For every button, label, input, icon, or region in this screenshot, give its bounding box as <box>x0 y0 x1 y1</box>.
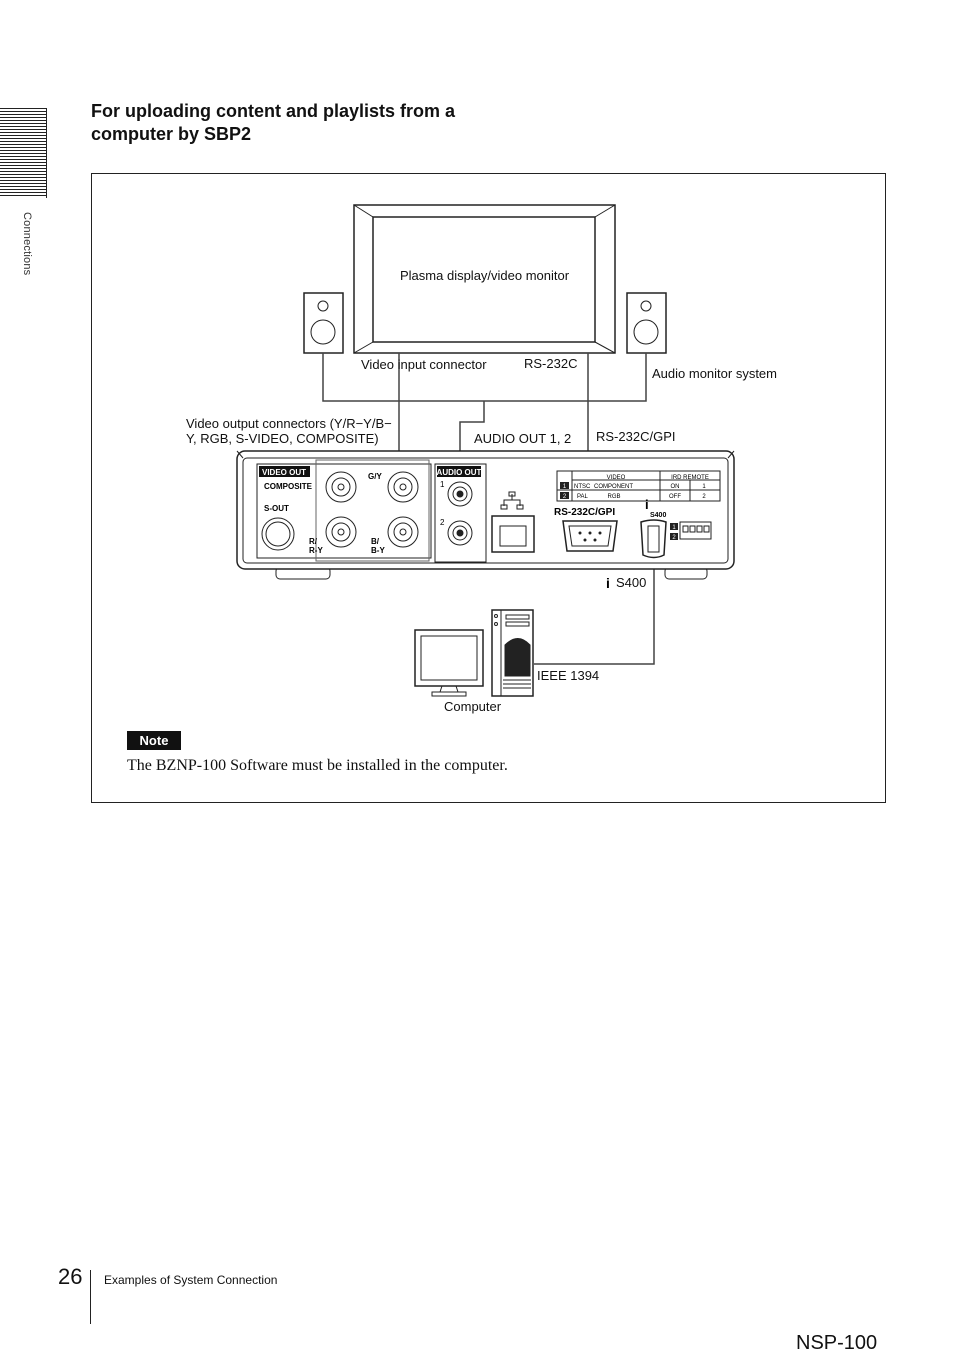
settings-table: 1 2 VIDEO IRD REMOTE NTSC PAL COMPONENT … <box>556 470 721 502</box>
serial-port <box>562 520 618 552</box>
svg-text:1: 1 <box>563 484 567 490</box>
monitor-label: Plasma display/video monitor <box>400 268 570 283</box>
rs232c-gpi-panel-label: RS-232C/GPI <box>554 507 615 518</box>
video-output-connectors-label-line2: Y, RGB, S-VIDEO, COMPOSITE) <box>186 431 379 446</box>
svg-text:1: 1 <box>672 525 676 531</box>
svg-text:1: 1 <box>702 484 706 490</box>
r-ry-label-2: R-Y <box>309 546 323 555</box>
footer-rule <box>90 1270 91 1324</box>
computer-label: Computer <box>444 699 502 714</box>
note-text: The BZNP-100 Software must be installed … <box>127 757 508 774</box>
b-by-label-2: B-Y <box>371 546 385 555</box>
section-heading: For uploading content and playlists from… <box>91 101 456 144</box>
page-number: 26 <box>58 1264 83 1289</box>
dip-switch: 1 2 <box>670 521 712 541</box>
computer-monitor <box>414 629 484 697</box>
audio-ch2-label: 2 <box>440 518 445 527</box>
network-port <box>491 491 535 553</box>
svg-text:IRD REMOTE: IRD REMOTE <box>671 475 709 481</box>
svg-text:RGB: RGB <box>607 494 620 500</box>
audio-out-label: AUDIO OUT 1, 2 <box>474 431 572 446</box>
sidebar-tab-marker <box>0 108 46 198</box>
svg-text:COMPONENT: COMPONENT <box>594 484 633 490</box>
device-rear-panel: VIDEO OUT COMPOSITE S-OUT G/Y R/ R-Y B/ … <box>236 450 735 580</box>
audio-monitor-system-label: Audio monitor system <box>652 366 777 381</box>
composite-label: COMPOSITE <box>264 482 313 491</box>
svg-text:PAL: PAL <box>577 494 589 500</box>
note-badge: Note <box>127 731 181 750</box>
computer-tower <box>491 609 534 697</box>
rs232c-label: RS-232C <box>524 356 578 371</box>
ilink-label-icon: i <box>606 575 610 591</box>
svg-text:2: 2 <box>702 494 706 500</box>
video-out-tag: VIDEO OUT <box>262 468 306 477</box>
s400-panel-label: S400 <box>650 512 666 519</box>
g-y-label: G/Y <box>368 472 382 481</box>
bnc-connectors <box>261 471 419 551</box>
svg-text:OFF: OFF <box>669 494 681 500</box>
b-by-label-1: B/ <box>371 537 380 546</box>
svg-text:2: 2 <box>672 535 676 541</box>
audio-out-tag: AUDIO OUT <box>437 468 482 477</box>
footer-section-title: Examples of System Connection <box>104 1273 278 1287</box>
svg-text:2: 2 <box>563 494 567 500</box>
video-input-connector-label: Video input connector <box>361 357 487 372</box>
r-ry-label-1: R/ <box>309 537 318 546</box>
svg-text:VIDEO: VIDEO <box>607 475 626 481</box>
cables <box>322 353 655 665</box>
svg-text:NTSC: NTSC <box>574 484 591 490</box>
ieee1394-label: IEEE 1394 <box>537 668 600 683</box>
ieee1394-port <box>640 519 667 559</box>
ilink-icon: i <box>645 497 649 512</box>
right-speaker <box>626 292 667 354</box>
audio-jacks <box>447 481 473 546</box>
model-name: NSP-100 <box>796 1332 878 1351</box>
video-output-connectors-label-line1: Video output connectors (Y/R−Y/B− <box>186 416 392 431</box>
left-speaker <box>303 292 344 354</box>
sidebar-rule <box>46 108 47 198</box>
rs232c-gpi-label: RS-232C/GPI <box>596 429 676 444</box>
s-out-label: S-OUT <box>264 504 289 513</box>
audio-ch1-label: 1 <box>440 480 445 489</box>
diagram-frame <box>91 173 886 803</box>
svg-text:ON: ON <box>671 484 680 490</box>
s400-label: S400 <box>616 575 647 590</box>
monitor <box>353 204 616 354</box>
